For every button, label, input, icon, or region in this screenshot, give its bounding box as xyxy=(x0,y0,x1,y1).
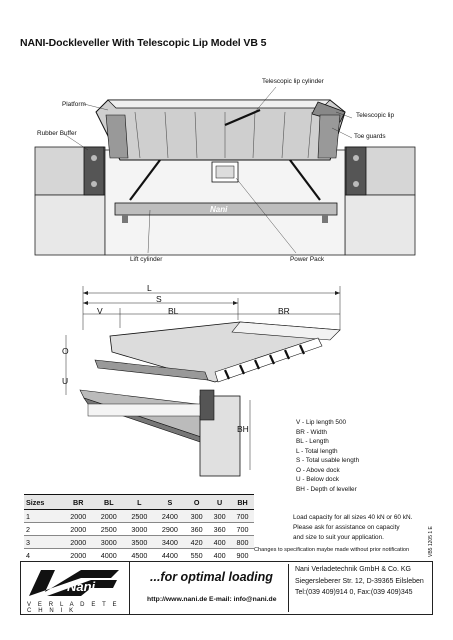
table-cell: 700 xyxy=(231,509,254,523)
dim-S: S xyxy=(156,294,162,304)
legend-item: O - Above dock xyxy=(296,466,340,474)
table-cell: 3500 xyxy=(124,535,155,549)
table-header: L xyxy=(124,494,155,510)
table-cell: 2000 xyxy=(93,509,125,523)
document-id: VB5 1205 1 E xyxy=(428,526,434,557)
slogan: ...for optimal loading xyxy=(150,570,273,584)
table-cell: 360 xyxy=(208,522,232,536)
sizes-table: Sizes BR BL L S O U BH 1 2000 2000 2500 … xyxy=(24,494,254,562)
table-cell: 400 xyxy=(208,535,232,549)
dim-V: V xyxy=(97,306,103,316)
logo-subtitle: V E R L A D E T E C H N I K xyxy=(27,602,120,614)
dim-BR: BR xyxy=(278,306,290,316)
table-cell: 2900 xyxy=(154,522,186,536)
web-contact[interactable]: http://www.nani.de E-mail: info@nani.de xyxy=(147,596,277,603)
note-line: Please ask for assistance on capacity xyxy=(293,524,400,531)
table-cell: 700 xyxy=(231,522,254,536)
machine-brand-mark: Nani xyxy=(210,205,228,214)
dim-U: U xyxy=(62,376,69,386)
legend-item: V - Lip length 500 xyxy=(296,419,347,426)
table-cell: 4500 xyxy=(124,548,155,562)
legend-item: BH - Depth of leveller xyxy=(296,485,357,493)
table-cell: 420 xyxy=(185,535,209,549)
table-header: BL xyxy=(93,494,125,510)
table-header: O xyxy=(185,494,209,510)
logo-wordmark: Nani xyxy=(67,579,96,594)
table-header-row: Sizes BR BL L S O U BH xyxy=(24,494,254,510)
table-cell: 300 xyxy=(208,509,232,523)
dim-BL: BL xyxy=(168,306,179,316)
company-address: Nani Verladetechnik GmbH & Co. KG Sieger… xyxy=(288,564,431,612)
company-name: Nani Verladetechnik GmbH & Co. KG xyxy=(295,566,411,573)
table-cell: 360 xyxy=(185,522,209,536)
table-cell: 3000 xyxy=(124,522,155,536)
legend-item: BR - Width xyxy=(296,428,327,436)
legend-item: L - Total length xyxy=(296,447,338,455)
footer: Nani V E R L A D E T E C H N I K xyxy=(20,561,433,615)
table-cell: 2500 xyxy=(93,522,125,536)
table-header: U xyxy=(208,494,232,510)
label-platform: Platform xyxy=(62,101,86,108)
table-cell: 4000 xyxy=(93,548,125,562)
label-lift-cylinder: Lift cylinder xyxy=(130,256,163,263)
nani-logo: Nani V E R L A D E T E C H N I K xyxy=(21,562,130,614)
table-cell: 1 xyxy=(24,509,63,523)
legend-item: BL - Length xyxy=(296,438,329,445)
table-cell: 2000 xyxy=(62,509,94,523)
changes-notice: Changes to specification maybe made with… xyxy=(254,547,410,553)
table-cell: 900 xyxy=(231,548,254,562)
label-power-pack: Power Pack xyxy=(290,256,325,263)
label-rubber-buffer: Rubber Buffer xyxy=(37,130,77,137)
table-cell: 2400 xyxy=(154,509,186,523)
dim-O: O xyxy=(62,346,69,356)
table-row: 1 2000 2000 2500 2400 300 300 700 xyxy=(24,509,254,523)
table-cell: 2000 xyxy=(62,522,94,536)
note-line: and size to suit your application. xyxy=(293,534,384,541)
dimension-legend: V - Lip length 500 BR - Width BL - Lengt… xyxy=(296,418,359,494)
load-capacity-notes: Load capacity for all sizes 40 kN or 60 … xyxy=(293,513,412,543)
table-cell: 400 xyxy=(208,548,232,562)
page-title: NANI-Dockleveller With Telescopic Lip Mo… xyxy=(20,37,267,49)
table-cell: 2 xyxy=(24,522,63,536)
table-header: BR xyxy=(62,494,94,510)
label-telescopic-lip: Telescopic lip xyxy=(356,112,395,119)
table-cell: 300 xyxy=(185,509,209,523)
table-cell: 550 xyxy=(185,548,209,562)
table-cell: 4 xyxy=(24,548,63,562)
note-line: Load capacity for all sizes 40 kN or 60 … xyxy=(293,514,413,521)
legend-item: U - Below dock xyxy=(296,476,339,483)
label-toe-guards: Toe guards xyxy=(354,133,386,140)
table-cell: 800 xyxy=(231,535,254,549)
table-cell: 4400 xyxy=(154,548,186,562)
table-cell: 3 xyxy=(24,535,63,549)
table-cell: 2000 xyxy=(62,548,94,562)
label-telescopic-lip-cylinder: Telescopic lip cylinder xyxy=(262,78,324,85)
street-address: Siegersleberer Str. 12, D-39365 Eilslebe… xyxy=(295,577,424,585)
table-header: Sizes xyxy=(24,494,63,510)
table-row: 2 2000 2500 3000 2900 360 360 700 xyxy=(24,522,254,536)
dim-L: L xyxy=(147,283,152,293)
table-row: 4 2000 4000 4500 4400 550 400 900 xyxy=(24,548,254,562)
table-row: 3 2000 3000 3500 3400 420 400 800 xyxy=(24,535,254,549)
table-cell: 3000 xyxy=(93,535,125,549)
table-header: BH xyxy=(231,494,254,510)
legend-item: S - Total usable length xyxy=(296,457,360,464)
phone-fax: Tel:(039 409)914 0, Fax:(039 409)345 xyxy=(295,589,413,596)
table-cell: 2500 xyxy=(124,509,155,523)
logo-swoosh-icon: Nani xyxy=(29,570,119,596)
table-header: S xyxy=(154,494,186,510)
table-cell: 3400 xyxy=(154,535,186,549)
dim-BH: BH xyxy=(237,424,249,434)
table-cell: 2000 xyxy=(62,535,94,549)
